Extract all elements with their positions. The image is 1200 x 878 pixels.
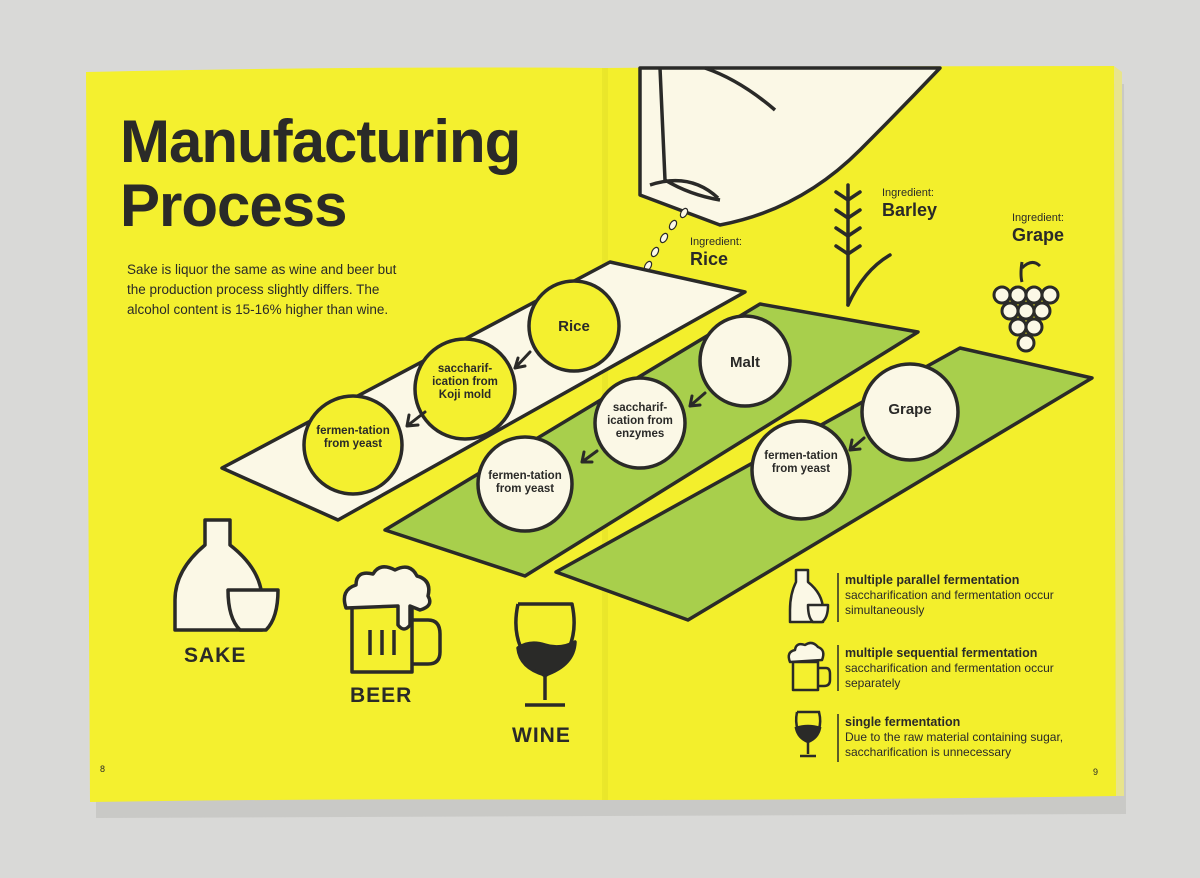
wine-glass-icon bbox=[514, 602, 577, 707]
legend-sake-icon bbox=[788, 568, 830, 624]
wine-step-grape: Grape bbox=[888, 401, 932, 418]
page-number-right: 9 bbox=[1093, 767, 1099, 777]
sake-step-fermentation-circle bbox=[302, 394, 404, 496]
legend-item-single: single fermentation Due to the raw mater… bbox=[845, 715, 1095, 760]
legend-wine-icon bbox=[794, 710, 822, 758]
beer-mug-icon bbox=[342, 565, 442, 674]
drink-label-beer: BEER bbox=[350, 684, 413, 707]
legend-description: Due to the raw material containing sugar… bbox=[845, 730, 1064, 759]
beer-step-fermentation: fermen-tation from yeast bbox=[488, 470, 562, 495]
title-line-1: Manufacturing bbox=[120, 108, 521, 175]
legend-item-parallel: multiple parallel fermentation saccharif… bbox=[845, 573, 1095, 618]
intro-paragraph: Sake is liquor the same as wine and beer… bbox=[127, 262, 397, 317]
sake-step-saccharification-circle bbox=[413, 337, 517, 441]
process-arrows bbox=[405, 350, 866, 464]
beer-step-malt-circle bbox=[698, 314, 792, 408]
beer-step-fermentation-circle bbox=[476, 435, 574, 533]
pouring-hand bbox=[638, 66, 942, 227]
sake-step-rice-circle bbox=[527, 279, 621, 373]
ingredient-rice-prefix: Ingredient: bbox=[690, 236, 742, 248]
beer-step-malt: Malt bbox=[730, 354, 760, 371]
grape-icon bbox=[992, 261, 1060, 353]
wine-step-grape-circle bbox=[860, 362, 960, 462]
legend-item-sequential: multiple sequential fermentation sacchar… bbox=[845, 646, 1095, 691]
ingredient-grape-prefix: Ingredient: bbox=[1012, 212, 1064, 224]
wine-step-fermentation: fermen-tation from yeast bbox=[764, 450, 838, 475]
sake-step-rice: Rice bbox=[558, 318, 590, 335]
beer-step-saccharification-circle bbox=[593, 376, 687, 470]
ingredient-rice-name: Rice bbox=[690, 249, 729, 269]
barley-icon bbox=[834, 183, 892, 307]
ingredient-barley-name: Barley bbox=[882, 200, 938, 220]
page-number-left: 8 bbox=[100, 764, 106, 774]
drink-label-wine: WINE bbox=[512, 724, 571, 747]
title-line-2: Process bbox=[120, 172, 348, 239]
ingredient-barley-prefix: Ingredient: bbox=[882, 187, 934, 199]
legend-beer-icon bbox=[787, 641, 832, 692]
legend-heading: multiple sequential fermentation bbox=[845, 646, 1038, 660]
sake-step-saccharification: saccharif-ication from Koji mold bbox=[432, 363, 498, 401]
wine-step-fermentation-circle bbox=[750, 419, 852, 521]
ingredient-rice-label: Ingredient: Rice bbox=[690, 236, 742, 269]
sake-bottle-icon bbox=[173, 518, 280, 632]
page-title: Manufacturing Process bbox=[120, 108, 521, 239]
sake-step-fermentation: fermen-tation from yeast bbox=[316, 425, 390, 450]
beer-step-saccharification: saccharif-ication from enzymes bbox=[607, 402, 673, 440]
ingredient-barley-label: Ingredient: Barley bbox=[882, 187, 937, 220]
legend-heading: multiple parallel fermentation bbox=[845, 573, 1020, 587]
legend-description: saccharification and fermentation occur … bbox=[845, 588, 1054, 617]
ingredient-grape-label: Ingredient: Grape bbox=[1012, 212, 1064, 245]
legend-heading: single fermentation bbox=[845, 715, 961, 729]
ingredient-grape-name: Grape bbox=[1012, 225, 1065, 245]
drink-label-sake: SAKE bbox=[184, 644, 247, 667]
legend-description: saccharification and fermentation occur … bbox=[845, 661, 1054, 690]
